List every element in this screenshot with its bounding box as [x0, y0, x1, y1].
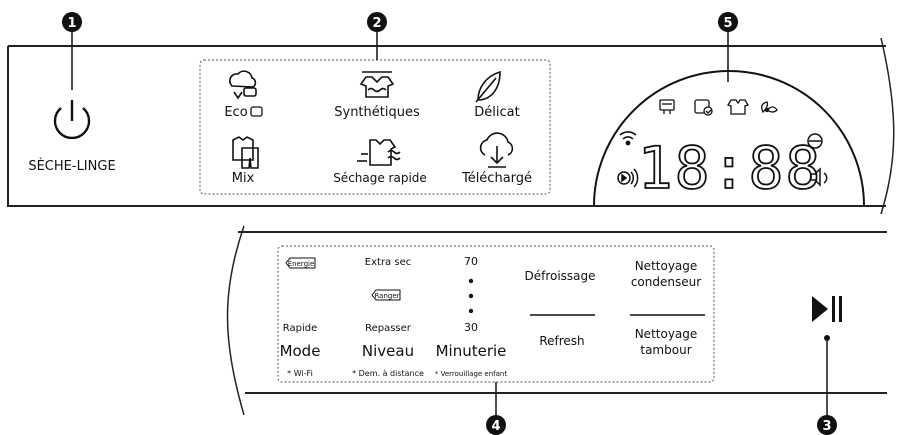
nettoyage-condenseur-button[interactable]: Nettoyage condenseur — [631, 259, 701, 289]
timer-value-bottom: 30 — [464, 321, 478, 334]
svg-text:3: 3 — [822, 419, 831, 434]
refresh-button[interactable]: Refresh — [539, 334, 584, 348]
drum-check-icon — [694, 99, 713, 116]
timer-dot — [468, 293, 474, 299]
remote-note: * Dem. à distance — [352, 369, 424, 378]
niveau-label: Niveau — [362, 342, 414, 360]
svg-text:4: 4 — [491, 419, 500, 434]
quick-dry-icon — [357, 139, 401, 166]
eco-cloud-icon — [228, 70, 257, 100]
program-sechage-rapide[interactable]: Séchage rapide — [333, 139, 427, 185]
timer-dot — [468, 308, 474, 314]
sound-icon — [810, 167, 828, 187]
program-label: Délicat — [474, 105, 519, 120]
power-label: SÈCHE-LINGE — [28, 158, 115, 174]
extra-sec-label: Extra sec — [365, 257, 411, 268]
program-label: Eco — [224, 105, 247, 120]
display-arc — [593, 70, 865, 207]
defroissage-label: Défroissage — [524, 269, 595, 283]
nettoyage-tambour-button[interactable]: Nettoyage tambour — [635, 327, 698, 357]
svg-text:Ranger: Ranger — [374, 292, 399, 300]
svg-text:5: 5 — [723, 16, 732, 31]
callout-5: 5 — [718, 12, 738, 82]
filter-icon — [659, 99, 675, 114]
no-timer-icon — [807, 133, 823, 149]
svg-text:Énergie: Énergie — [288, 259, 315, 268]
program-label: Mix — [232, 171, 255, 186]
fan-icon — [761, 101, 778, 114]
svg-text:condenseur: condenseur — [631, 275, 701, 289]
timer-value-top: 70 — [464, 255, 478, 268]
svg-text:Nettoyage: Nettoyage — [635, 259, 698, 273]
callout-1: 1 — [62, 12, 82, 90]
options-group — [277, 245, 715, 383]
feather-icon — [475, 70, 501, 103]
minuterie-label: Minuterie — [436, 342, 507, 360]
callout-3: 3 — [817, 335, 837, 435]
mode-label: Mode — [280, 342, 321, 360]
lock-note: * Verrouillage enfant — [435, 370, 508, 378]
rapide-label: Rapide — [283, 323, 317, 334]
power-icon — [53, 107, 91, 140]
program-mix[interactable]: Mix — [232, 136, 259, 186]
program-delicat[interactable]: Délicat — [474, 70, 520, 120]
niveau-button[interactable]: Niveau — [362, 342, 414, 360]
bottom-panel — [226, 225, 887, 416]
tshirt-icon — [727, 99, 749, 115]
download-cloud-icon — [479, 132, 514, 168]
program-label: Téléchargé — [461, 171, 532, 186]
program-telecharge[interactable]: Téléchargé — [461, 132, 532, 186]
program-label: Synthétiques — [334, 105, 420, 120]
mode-button[interactable]: Mode — [280, 342, 321, 360]
svg-text:Nettoyage: Nettoyage — [635, 327, 698, 341]
remote-icon — [617, 168, 639, 188]
minuterie-button[interactable]: Minuterie — [436, 342, 507, 360]
time-display: 18:88 — [637, 133, 823, 203]
mix-clothes-icon — [232, 136, 259, 169]
energie-badge: Énergie — [285, 257, 316, 269]
svg-text:1: 1 — [67, 16, 76, 31]
power-button[interactable]: SÈCHE-LINGE — [28, 100, 116, 174]
callout-4: 4 — [486, 382, 506, 435]
defroissage-button[interactable]: Défroissage — [524, 269, 595, 283]
wifi-note: * Wi-Fi — [287, 369, 313, 378]
repasser-label: Repasser — [365, 323, 412, 334]
eco-battery-icon — [250, 106, 263, 117]
play-pause-icon — [812, 296, 842, 322]
start-pause-button[interactable] — [812, 296, 842, 322]
program-synthetiques[interactable]: Synthétiques — [334, 71, 420, 120]
ranger-badge: Ranger — [371, 289, 401, 301]
refresh-label: Refresh — [539, 334, 584, 348]
svg-text:tambour: tambour — [640, 343, 691, 357]
callout-2: 2 — [367, 12, 387, 60]
svg-text:18:88: 18:88 — [638, 134, 823, 202]
program-eco[interactable]: Eco — [224, 70, 263, 120]
wifi-icon — [619, 131, 637, 146]
timer-dot — [468, 278, 474, 284]
svg-text:2: 2 — [372, 16, 381, 31]
program-label: Séchage rapide — [333, 171, 427, 185]
synthetic-shirt-icon — [359, 71, 395, 98]
